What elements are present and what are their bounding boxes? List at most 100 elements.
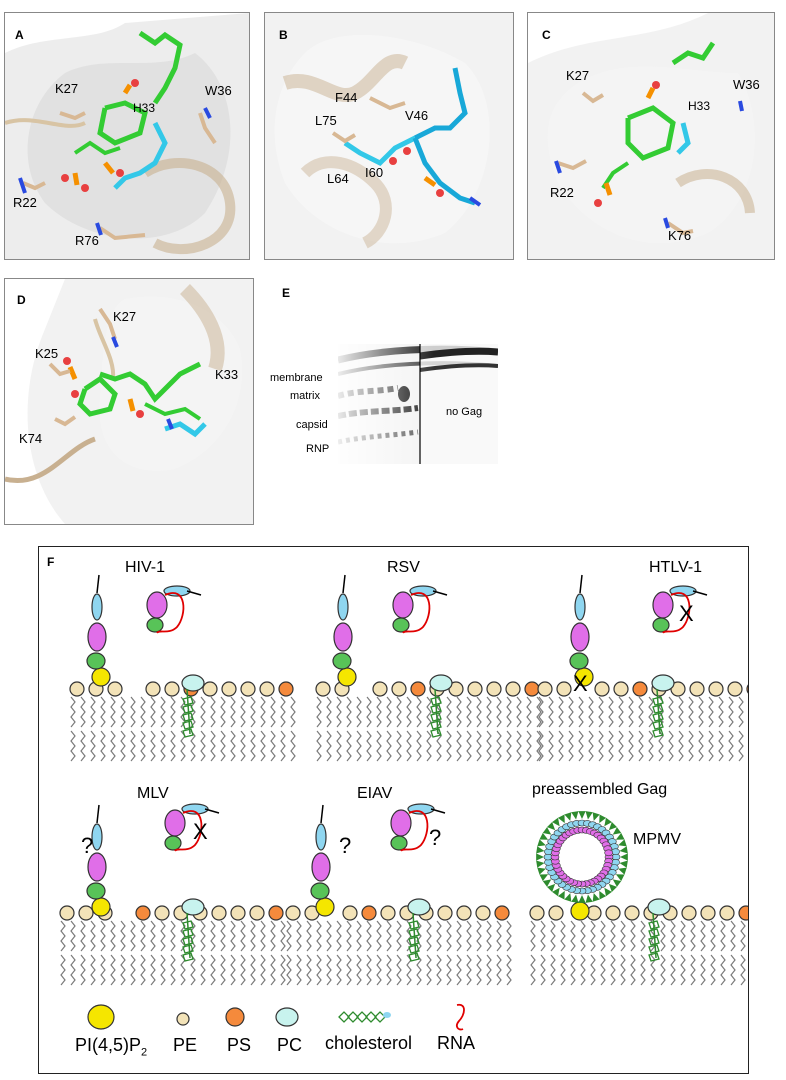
legend-pe-label: PE <box>173 1035 198 1055</box>
ma-domain-folded <box>392 591 414 619</box>
legend-pip2-label: PI(4,5)P2 <box>75 1035 147 1059</box>
lipid-tail <box>346 920 352 952</box>
lipid-tail <box>486 696 492 728</box>
cholesterol-ring <box>430 696 442 706</box>
gag-sphere-spike <box>599 814 607 824</box>
lipid-tail <box>688 696 694 728</box>
lipid-tail <box>356 696 362 728</box>
lipid-tail <box>456 954 462 986</box>
lipid-tail <box>356 730 362 762</box>
lipid-tail <box>628 730 634 762</box>
ps-lipid <box>746 681 762 697</box>
lipid-tail <box>640 920 646 952</box>
residue-label: K27 <box>55 81 79 96</box>
ca-domain <box>337 593 349 621</box>
lipid-tail <box>286 954 292 986</box>
panel-a: A K27 H33 W36 R22 R76 <box>4 12 250 260</box>
cholesterol-ring <box>652 704 664 714</box>
lipid-tail <box>670 954 676 986</box>
lipid-tail <box>506 954 512 986</box>
lipid-tail <box>680 920 686 952</box>
gag-tail <box>430 808 446 814</box>
pe-lipid <box>719 905 735 921</box>
pip2-lipid <box>337 667 357 687</box>
lipid-tail <box>110 954 116 986</box>
ps-lipid <box>410 681 426 697</box>
lipid-tail <box>446 954 452 986</box>
gag-sphere-spike <box>557 814 565 824</box>
ma-domain-folded <box>390 809 412 837</box>
lipid-tail <box>240 730 246 762</box>
pip2-lipid <box>315 897 335 917</box>
pip2-lipid <box>91 897 111 917</box>
lipid-tail <box>426 730 432 762</box>
pe-lipid <box>230 905 246 921</box>
panel-c: C K27 W36 H33 R22 K76 <box>527 12 775 260</box>
cholesterol-ring <box>182 704 194 714</box>
ma-domain-folded <box>652 591 674 619</box>
residue-label: K74 <box>19 431 43 446</box>
legend-cholesterol-ring <box>338 1011 350 1023</box>
lipid-tail <box>100 696 106 728</box>
lipid-tail <box>668 696 674 728</box>
lipid-tail <box>446 730 452 762</box>
lipid-tail <box>416 696 422 728</box>
lipid-tail <box>336 954 342 986</box>
residue-label: K76 <box>668 228 692 243</box>
ps-lipid <box>278 681 294 697</box>
pe-lipid <box>69 681 85 697</box>
residue-label: L64 <box>327 171 349 186</box>
lipid-tail <box>608 730 614 762</box>
gag-tail <box>186 590 202 596</box>
lipid-tail <box>426 954 432 986</box>
cholesterol-ring <box>182 696 194 706</box>
residue-label: I60 <box>365 165 384 180</box>
lipid-tail <box>690 954 696 986</box>
lipid-tail <box>710 954 716 986</box>
lipid-tail <box>376 920 382 952</box>
pe-lipid <box>681 905 697 921</box>
lipid-tail <box>120 730 126 762</box>
cholesterol-ring <box>652 696 664 706</box>
cholesterol-ring <box>648 928 660 938</box>
pe-lipid <box>529 905 545 921</box>
gag-sphere-spike <box>537 867 546 875</box>
gag-sphere-spike <box>564 812 572 821</box>
ma-domain <box>311 852 331 882</box>
residue-label: W36 <box>205 83 232 98</box>
panel-a-structure <box>5 13 249 259</box>
x-mark: X <box>193 819 208 844</box>
lipid-tail <box>316 954 322 986</box>
gag-sphere-spike <box>615 832 625 840</box>
lipid-tail <box>678 696 684 728</box>
lipid-tail <box>598 696 604 728</box>
lipid-tail <box>220 730 226 762</box>
lipid-tail <box>290 696 296 728</box>
gag-sphere-spike <box>578 895 586 903</box>
pe-lipid <box>456 905 472 921</box>
lipid-tail <box>270 696 276 728</box>
lipid-tail <box>280 954 286 986</box>
question-mark: ? <box>81 833 94 858</box>
x-mark: X <box>679 601 694 626</box>
pe-lipid <box>249 905 265 921</box>
lipid-tail <box>436 920 442 952</box>
gag-sphere-spike <box>592 893 600 902</box>
lipid-tail <box>190 696 196 728</box>
panel-c-structure <box>528 13 774 259</box>
lipid-tail <box>406 730 412 762</box>
lipid-tail <box>270 954 276 986</box>
lipid-tail <box>140 730 146 762</box>
residue-label: K27 <box>113 309 137 324</box>
lipid-tail <box>220 696 226 728</box>
lipid-tail <box>640 954 646 986</box>
lipid-tail <box>538 730 544 762</box>
legend-ps-mark <box>225 1007 245 1027</box>
pe-lipid <box>689 681 705 697</box>
lipid-tail <box>120 954 126 986</box>
lipid-tail <box>620 920 626 952</box>
lipid-tail <box>496 730 502 762</box>
lipid-tail <box>558 696 564 728</box>
gag-sphere-spike <box>542 879 552 887</box>
gag-sphere-spike <box>536 853 544 861</box>
